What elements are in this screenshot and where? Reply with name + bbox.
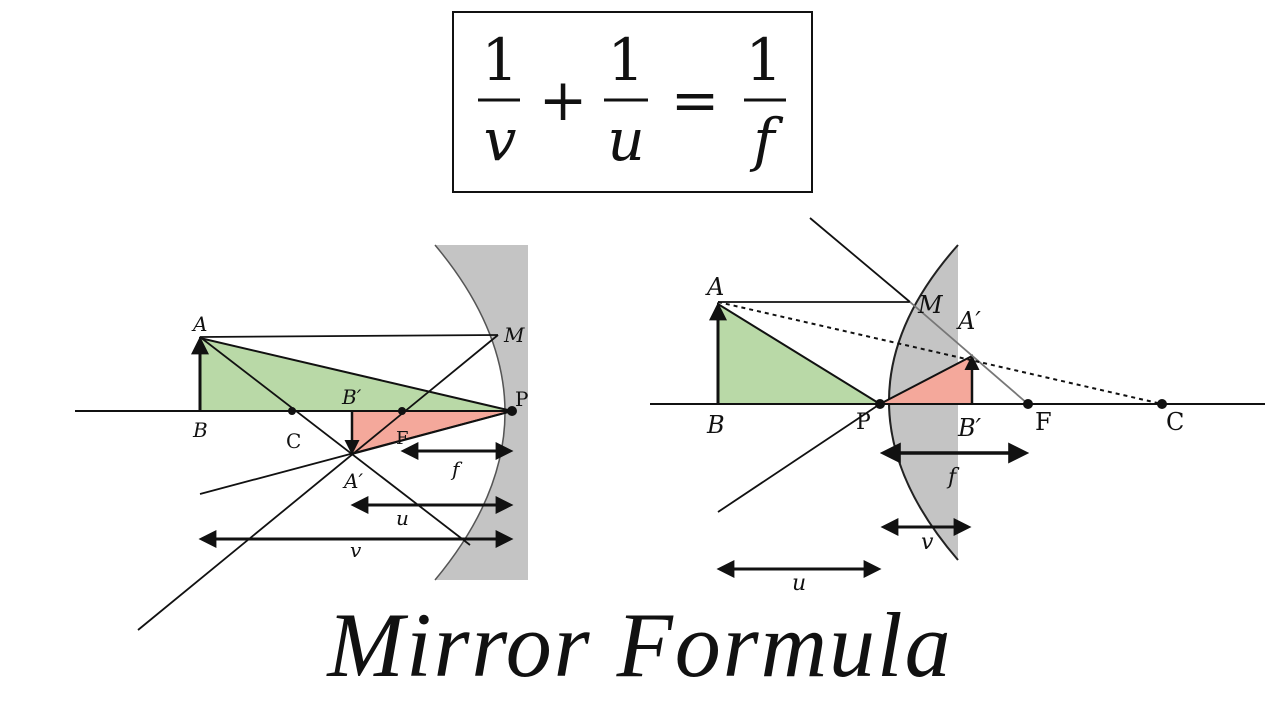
convex-label-b: B (706, 411, 725, 439)
convex-ray-reflected (809, 217, 911, 303)
convex-ray-virtual-focus (909, 301, 1029, 405)
concave-diagram: A B C F P M B′ A′ f u v (75, 244, 528, 631)
convex-label-a-image: A′ (956, 307, 981, 335)
convex-label-b-image: B′ (957, 414, 982, 442)
formula-plus: + (539, 66, 588, 134)
concave-ray-reflected-pole (199, 410, 513, 495)
convex-label-u: u (792, 571, 806, 596)
formula-border (452, 11, 813, 193)
concave-ray-through-centre (199, 336, 471, 546)
formula-den-1: v (484, 106, 517, 174)
convex-ray-toward-centre (717, 301, 1163, 405)
concave-label-f: F (396, 428, 409, 449)
formula-num-3: 1 (746, 26, 783, 94)
concave-label-v: v (350, 538, 362, 562)
convex-label-f: F (1035, 408, 1052, 436)
concave-label-u: u (396, 506, 409, 530)
concave-label-p: P (515, 387, 528, 411)
convex-point-f (1023, 399, 1033, 409)
concave-label-c: C (286, 429, 301, 453)
convex-label-v: v (921, 530, 934, 555)
convex-label-a: A (705, 273, 724, 301)
formula-den-2: u (607, 106, 644, 174)
concave-ray-parallel (199, 334, 499, 338)
convex-point-c (1157, 399, 1167, 409)
convex-diagram: A B P M A′ B′ F C f v u (650, 217, 1265, 596)
convex-point-p (875, 399, 885, 409)
page-title: Mirror Formula (327, 594, 953, 696)
concave-ray-through-focus (137, 334, 499, 631)
convex-ray-reflected-pole (717, 403, 881, 513)
concave-label-f-dist: f (450, 457, 463, 481)
concave-label-a-image: A′ (342, 469, 363, 493)
concave-label-b-image: B′ (341, 385, 362, 409)
convex-label-p: P (856, 410, 871, 435)
formula-equals: = (671, 66, 720, 134)
convex-object-triangle (717, 302, 884, 405)
convex-label-m: M (917, 291, 944, 319)
formula-num-2: 1 (608, 26, 645, 94)
concave-point-f (398, 407, 406, 415)
concave-point-p (507, 406, 517, 416)
formula-num-1: 1 (482, 26, 519, 94)
formula-box: 1 v + 1 u = 1 f (452, 11, 813, 193)
concave-point-c (288, 407, 296, 415)
concave-label-m: M (503, 323, 525, 347)
convex-label-c: C (1166, 408, 1184, 436)
concave-label-b: B (192, 418, 208, 442)
concave-label-a: A (191, 312, 207, 336)
